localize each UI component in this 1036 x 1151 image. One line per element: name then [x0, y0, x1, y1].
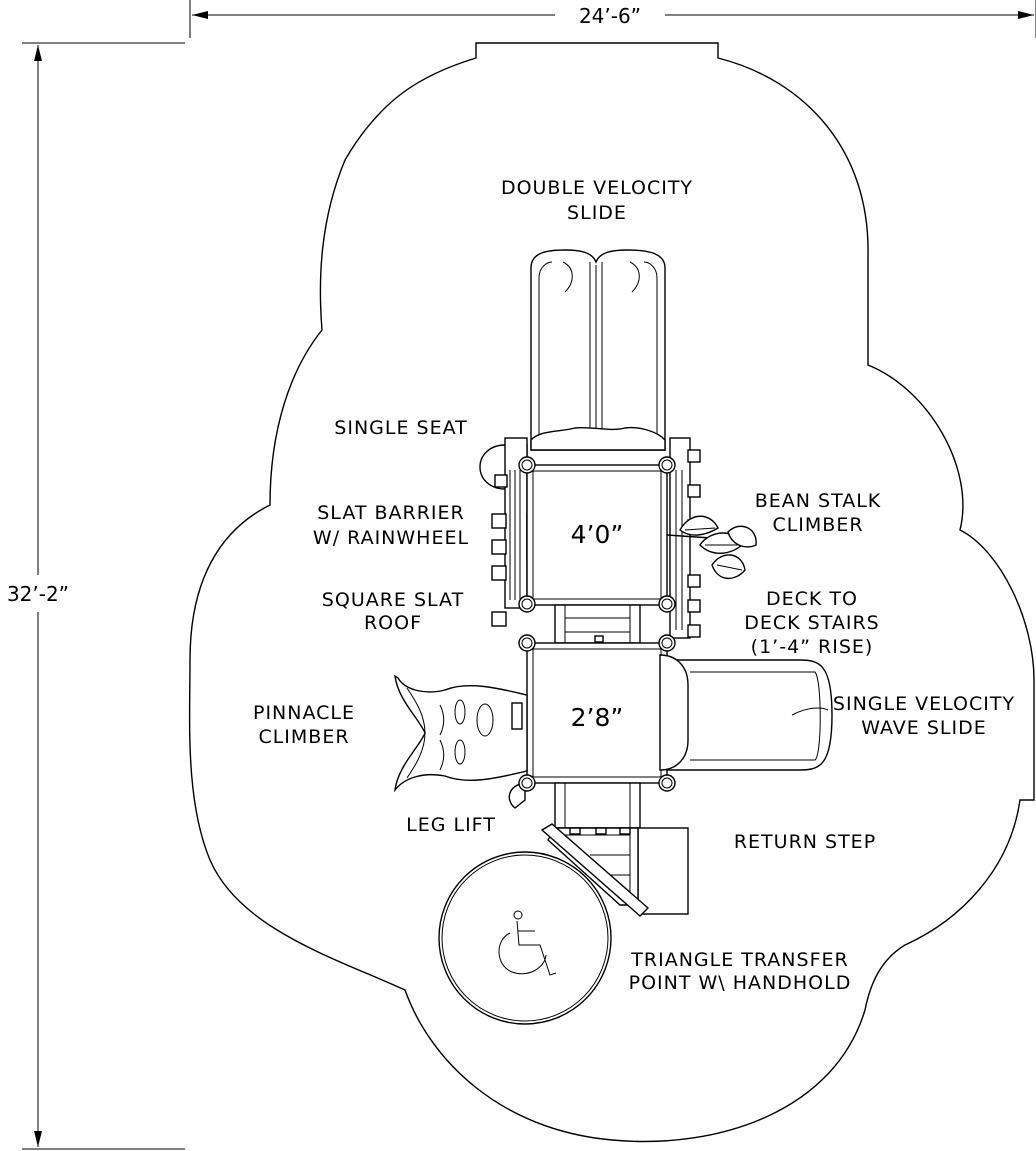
label-leg-lift: LEG LIFT [406, 814, 496, 836]
label-slat-barrier: SLAT BARRIER W/ RAINWHEEL [313, 502, 469, 549]
support-posts [518, 456, 676, 792]
svg-text:CLIMBER: CLIMBER [258, 726, 349, 748]
svg-text:ROOF: ROOF [364, 612, 422, 634]
label-return-step: RETURN STEP [734, 831, 876, 853]
deck-upper: 4’0” [526, 464, 668, 606]
bean-stalk-climber [666, 515, 757, 580]
svg-text:WAVE SLIDE: WAVE SLIDE [861, 717, 986, 739]
label-triangle-transfer-point: TRIANGLE TRANSFER POINT W\ HANDHOLD [629, 949, 852, 994]
width-dimension: 24’-6” [189, 0, 1036, 38]
deck-to-deck-stairs [554, 604, 641, 644]
label-bean-stalk-climber: BEAN STALK CLIMBER [755, 490, 882, 536]
triangle-transfer-point [540, 823, 650, 917]
label-single-velocity-wave-slide: SINGLE VELOCITY WAVE SLIDE [833, 693, 1015, 739]
pinnacle-climber [393, 674, 528, 793]
svg-text:BEAN STALK: BEAN STALK [755, 490, 882, 512]
svg-text:SINGLE VELOCITY: SINGLE VELOCITY [833, 693, 1015, 715]
label-deck-to-deck-stairs: DECK TO DECK STAIRS (1’-4” RISE) [744, 588, 879, 658]
svg-text:TRIANGLE TRANSFER: TRIANGLE TRANSFER [630, 949, 848, 971]
svg-text:DOUBLE VELOCITY: DOUBLE VELOCITY [501, 177, 693, 199]
svg-text:PINNACLE: PINNACLE [253, 702, 355, 724]
slat-barrier-left [491, 437, 542, 627]
deck-lower: 2’8” [526, 642, 668, 784]
width-dimension-label: 24’-6” [579, 4, 641, 28]
use-zone-boundary [188, 42, 1035, 1143]
svg-text:CLIMBER: CLIMBER [772, 514, 863, 536]
svg-text:DECK STAIRS: DECK STAIRS [744, 612, 879, 634]
svg-text:RETURN STEP: RETURN STEP [734, 831, 876, 853]
wheelchair-transfer-area [438, 851, 612, 1025]
double-velocity-slide [530, 249, 666, 451]
height-dimension-label: 32’-2” [7, 582, 69, 606]
height-dimension: 32’-2” [7, 42, 185, 1150]
single-velocity-wave-slide [659, 654, 833, 771]
svg-text:SQUARE SLAT: SQUARE SLAT [322, 589, 464, 611]
label-double-velocity-slide: DOUBLE VELOCITY SLIDE [501, 177, 693, 224]
svg-text:(1’-4” RISE): (1’-4” RISE) [751, 636, 874, 658]
lower-platform [554, 782, 641, 829]
svg-text:SINGLE SEAT: SINGLE SEAT [334, 417, 467, 439]
svg-text:LEG LIFT: LEG LIFT [406, 814, 496, 836]
label-square-slat-roof: SQUARE SLAT ROOF [322, 589, 464, 634]
svg-text:POINT W\ HANDHOLD: POINT W\ HANDHOLD [629, 972, 852, 994]
svg-text:DECK TO: DECK TO [766, 588, 858, 610]
svg-text:SLAT BARRIER: SLAT BARRIER [317, 502, 465, 524]
label-pinnacle-climber: PINNACLE CLIMBER [253, 702, 355, 748]
svg-text:W/ RAINWHEEL: W/ RAINWHEEL [313, 527, 469, 549]
deck-lower-height: 2’8” [571, 703, 624, 732]
svg-text:SLIDE: SLIDE [567, 202, 627, 224]
label-single-seat: SINGLE SEAT [334, 417, 467, 439]
deck-upper-height: 4’0” [571, 520, 624, 549]
return-step [637, 827, 689, 915]
wheelchair-icon [498, 910, 557, 976]
